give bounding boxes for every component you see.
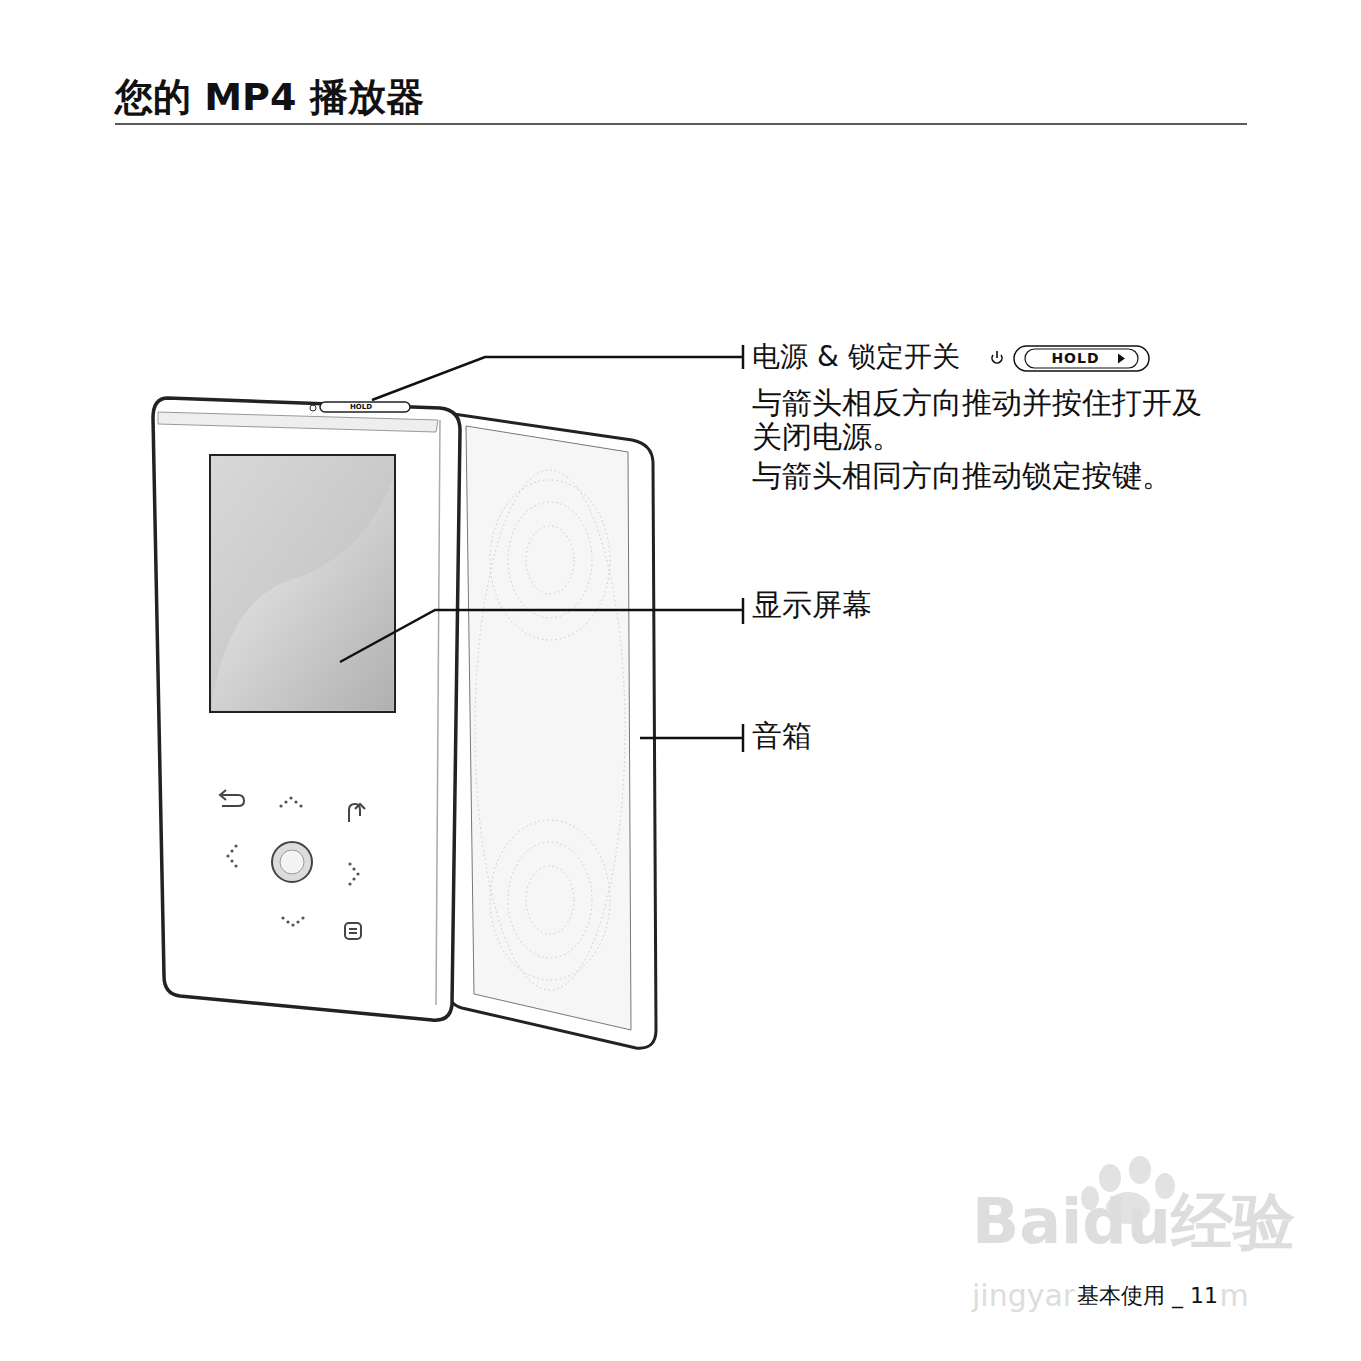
callout-note: 与箭头相同方向推动锁定按键。	[752, 458, 1172, 494]
switch-text: HOLD	[1051, 350, 1099, 366]
page-title: 您的 MP4 播放器	[115, 72, 424, 123]
callout-note: 与箭头相反方向推动并按住打开及关闭电源。	[752, 386, 1222, 454]
page-footer: 基本使用 _ 11	[1075, 1283, 1220, 1309]
watermark: Baidu经验	[972, 1185, 1295, 1259]
callout-label: 电源 & 锁定开关	[752, 340, 960, 374]
hold-switch-pill: HOLD	[1013, 345, 1150, 372]
callout-label: 显示屏幕	[752, 587, 872, 623]
switch-text: HOLD	[350, 403, 372, 411]
callout-label: 音箱	[752, 718, 812, 754]
